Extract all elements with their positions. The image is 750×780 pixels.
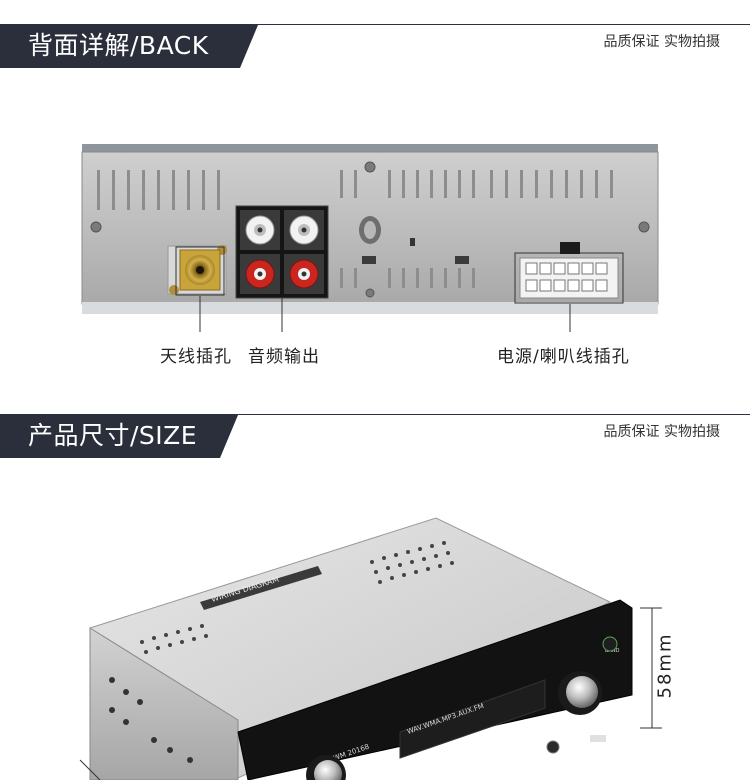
header-line [0,24,750,25]
antenna-jack-label: 天线插孔 [160,347,232,367]
header-title-block [0,415,238,458]
height-dimension-label: 58mm [654,632,676,699]
back-section-title: 背面详解/BACK [28,31,209,60]
power-speaker-connector-icon [514,242,624,304]
header-title-block [0,25,258,68]
back-section-header: 背面详解/BACK 品质保证 实物拍摄 [0,24,750,68]
size-section-title: 产品尺寸/SIZE [28,421,198,450]
screw-icons [90,161,650,298]
antenna-jack-icon [167,245,227,296]
back-section-slogan: 品质保证 实物拍摄 [603,34,720,50]
size-section-header: 产品尺寸/SIZE 品质保证 实物拍摄 [0,414,750,458]
height-dimension-marker [640,607,662,729]
radio-back-panel-photo [81,144,659,332]
radio-size-photo: WIRING DIAGRAM WAV.WMA.MP3.AUX.FM SWM 20… [79,517,662,780]
size-section-slogan: 品质保证 实物拍摄 [603,424,720,440]
power-speaker-label: 电源/喇叭线插孔 [497,347,630,367]
left-knob-icon [306,755,346,780]
header-line [0,414,750,415]
volume-knob-icon [558,671,602,715]
audio-output-label: 音频输出 [248,347,320,367]
rca-audio-output-icon [235,205,329,299]
